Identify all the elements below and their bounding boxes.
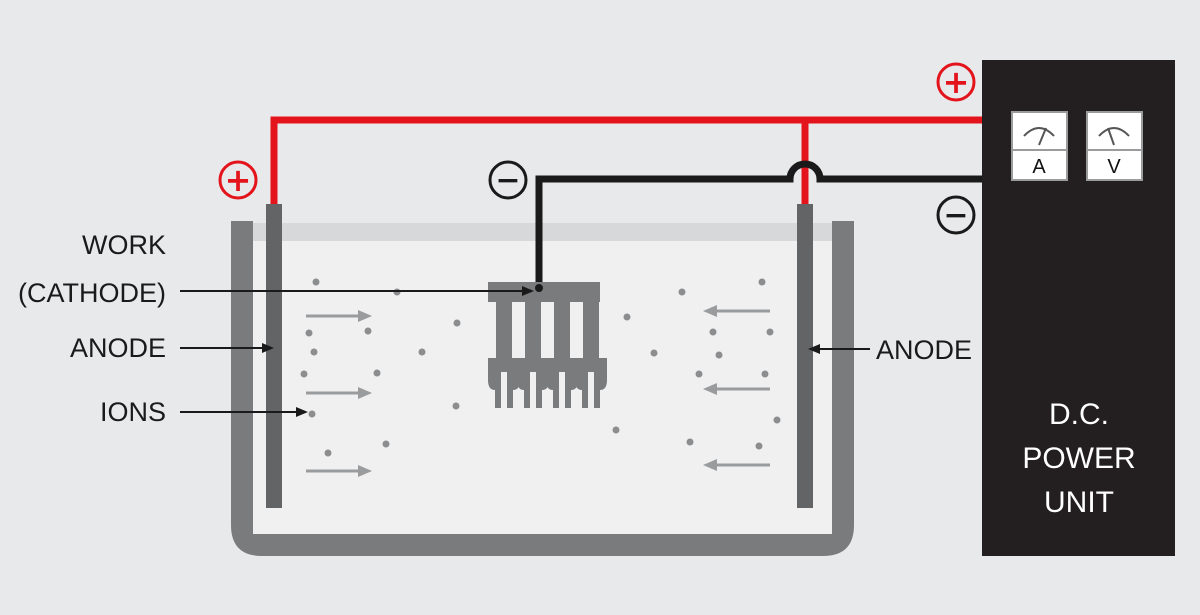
plus-symbol-anode: + xyxy=(218,160,258,200)
ion xyxy=(452,402,460,410)
voltmeter-dial-icon xyxy=(1098,127,1130,137)
ammeter: A xyxy=(1011,111,1068,181)
ion-arrow-right xyxy=(306,310,372,322)
work-piece-finger xyxy=(546,300,578,408)
ion xyxy=(773,416,781,424)
svg-text:+: + xyxy=(943,63,970,101)
voltmeter-needle xyxy=(1107,127,1115,146)
label-cathode: (CATHODE) xyxy=(18,278,166,308)
ion xyxy=(709,328,717,336)
ion xyxy=(308,410,316,418)
ion-flow-arrows xyxy=(306,305,770,477)
anode-right xyxy=(797,204,813,508)
ions-pointer xyxy=(180,407,308,417)
minus-symbol-power-unit: − xyxy=(936,195,976,235)
label-work: WORK xyxy=(82,230,166,260)
anode-right-pointer xyxy=(808,344,870,354)
negative-wire xyxy=(535,160,985,282)
work-piece-bar xyxy=(488,282,600,302)
ion-arrow-left xyxy=(703,459,770,471)
ion-arrow-right xyxy=(306,465,372,477)
ion-arrow-left xyxy=(703,305,770,317)
ion xyxy=(715,351,723,359)
ion xyxy=(373,369,381,377)
power-unit-body xyxy=(982,60,1175,556)
ion xyxy=(761,370,769,378)
ion xyxy=(650,349,658,357)
ion xyxy=(418,348,426,356)
ion xyxy=(453,319,461,327)
ion xyxy=(686,438,694,446)
work-piece-finger xyxy=(575,300,607,408)
svg-text:−: − xyxy=(495,163,520,198)
ion xyxy=(758,278,766,286)
minus-symbol-cathode: − xyxy=(488,160,528,200)
cathode-connection-dot xyxy=(535,284,543,292)
label-anode-left: ANODE xyxy=(70,333,166,363)
ion xyxy=(310,348,318,356)
label-ions: IONS xyxy=(100,397,166,427)
ammeter-label: A xyxy=(1032,156,1046,178)
ions xyxy=(300,278,781,457)
ion-arrow-right xyxy=(306,387,372,399)
ion xyxy=(324,449,332,457)
svg-text:−: − xyxy=(943,198,968,233)
wiring xyxy=(270,116,985,282)
ion xyxy=(612,426,620,434)
ion xyxy=(678,288,686,296)
ion xyxy=(364,327,372,335)
dc-power-unit: A V D.C. POWER UNIT xyxy=(982,60,1175,556)
ion xyxy=(623,313,631,321)
ion xyxy=(305,329,313,337)
work-piece-cathode xyxy=(488,282,607,408)
ion xyxy=(312,278,320,286)
svg-text:+: + xyxy=(225,161,252,199)
label-anode-right: ANODE xyxy=(876,335,972,365)
work-piece-finger xyxy=(517,300,549,408)
voltmeter: V xyxy=(1086,111,1143,181)
power-unit-label-line3: UNIT xyxy=(1044,486,1114,519)
positive-wire xyxy=(270,116,985,208)
label-pointers xyxy=(180,286,870,417)
ion xyxy=(382,440,390,448)
anode-left xyxy=(266,204,282,508)
ion-arrow-left xyxy=(703,383,770,395)
work-pointer xyxy=(180,286,534,296)
ammeter-needle xyxy=(1038,127,1047,146)
power-unit-label-line1: D.C. xyxy=(1049,398,1109,431)
ammeter-dial-icon xyxy=(1023,127,1055,137)
voltmeter-label: V xyxy=(1107,156,1121,178)
ion xyxy=(755,442,763,450)
work-piece-finger xyxy=(488,300,520,408)
ion xyxy=(695,370,703,378)
ion xyxy=(300,370,308,378)
power-unit-label-line2: POWER xyxy=(1022,442,1135,475)
ion xyxy=(766,328,774,336)
plus-symbol-power-unit: + xyxy=(936,62,976,102)
anode-left-pointer xyxy=(180,343,274,353)
